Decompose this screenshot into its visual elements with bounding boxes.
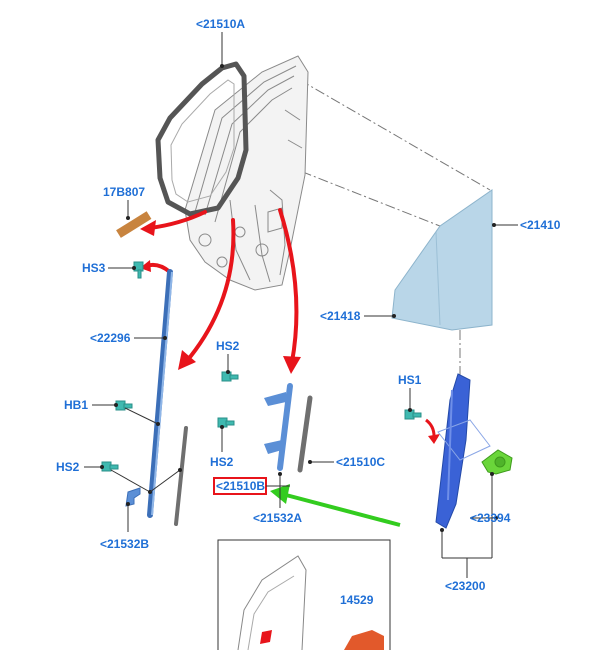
pad-17B807 bbox=[116, 211, 152, 238]
label-HB1: HB1 bbox=[64, 398, 88, 412]
clip-HB1 bbox=[115, 400, 133, 411]
label-23394: <23394 bbox=[470, 511, 511, 525]
inset-detail-box bbox=[217, 539, 391, 650]
label-HS2-top: HS2 bbox=[216, 339, 240, 353]
clip-HS3 bbox=[133, 261, 144, 279]
run-channel-22296 bbox=[147, 269, 173, 518]
clip-HS2-left bbox=[101, 461, 119, 472]
label-HS3: HS3 bbox=[82, 261, 106, 275]
teal-clips bbox=[101, 261, 422, 472]
door-seal-21510A bbox=[155, 61, 249, 217]
motor-23394 bbox=[481, 449, 513, 475]
red-arrow-hs1 bbox=[425, 418, 436, 437]
label-HS1: HS1 bbox=[398, 373, 422, 387]
label-22296: <22296 bbox=[90, 331, 131, 345]
projection-lines bbox=[284, 79, 491, 380]
label-21510A: <21510A bbox=[196, 17, 245, 31]
seal-21510C bbox=[297, 395, 313, 473]
label-14529: 14529 bbox=[340, 593, 374, 607]
seal-strip-left bbox=[174, 426, 188, 526]
label-23200: <23200 bbox=[445, 579, 486, 593]
label-17B807: 17B807 bbox=[103, 185, 145, 199]
bracket-21532A bbox=[264, 383, 293, 471]
label-21418: <21418 bbox=[320, 309, 361, 323]
label-HS2-mid: HS2 bbox=[210, 455, 234, 469]
label-21532A: <21532A bbox=[253, 511, 302, 525]
bracket-21532B bbox=[125, 487, 141, 507]
red-arrowheads bbox=[140, 220, 301, 374]
label-21410: <21410 bbox=[520, 218, 561, 232]
door-frame bbox=[184, 55, 309, 291]
label-21510B: <21510B bbox=[216, 479, 265, 493]
door-glass-21410 bbox=[391, 189, 493, 331]
window-regulator-23200 bbox=[435, 373, 491, 529]
label-HS2-left: HS2 bbox=[56, 460, 80, 474]
part-labels: <21510A 17B807 <21410 HS3 <22296 <21418 … bbox=[56, 17, 561, 607]
red-arrowhead-hs1 bbox=[428, 434, 440, 444]
clip-HS1 bbox=[404, 409, 422, 420]
clip-HS2-mid bbox=[217, 417, 235, 428]
clip-HS2-top bbox=[221, 371, 239, 382]
label-21510C: <21510C bbox=[336, 455, 385, 469]
label-21532B: <21532B bbox=[100, 537, 149, 551]
glass-inner-edge bbox=[435, 231, 441, 326]
green-arrow-shaft bbox=[285, 493, 401, 527]
